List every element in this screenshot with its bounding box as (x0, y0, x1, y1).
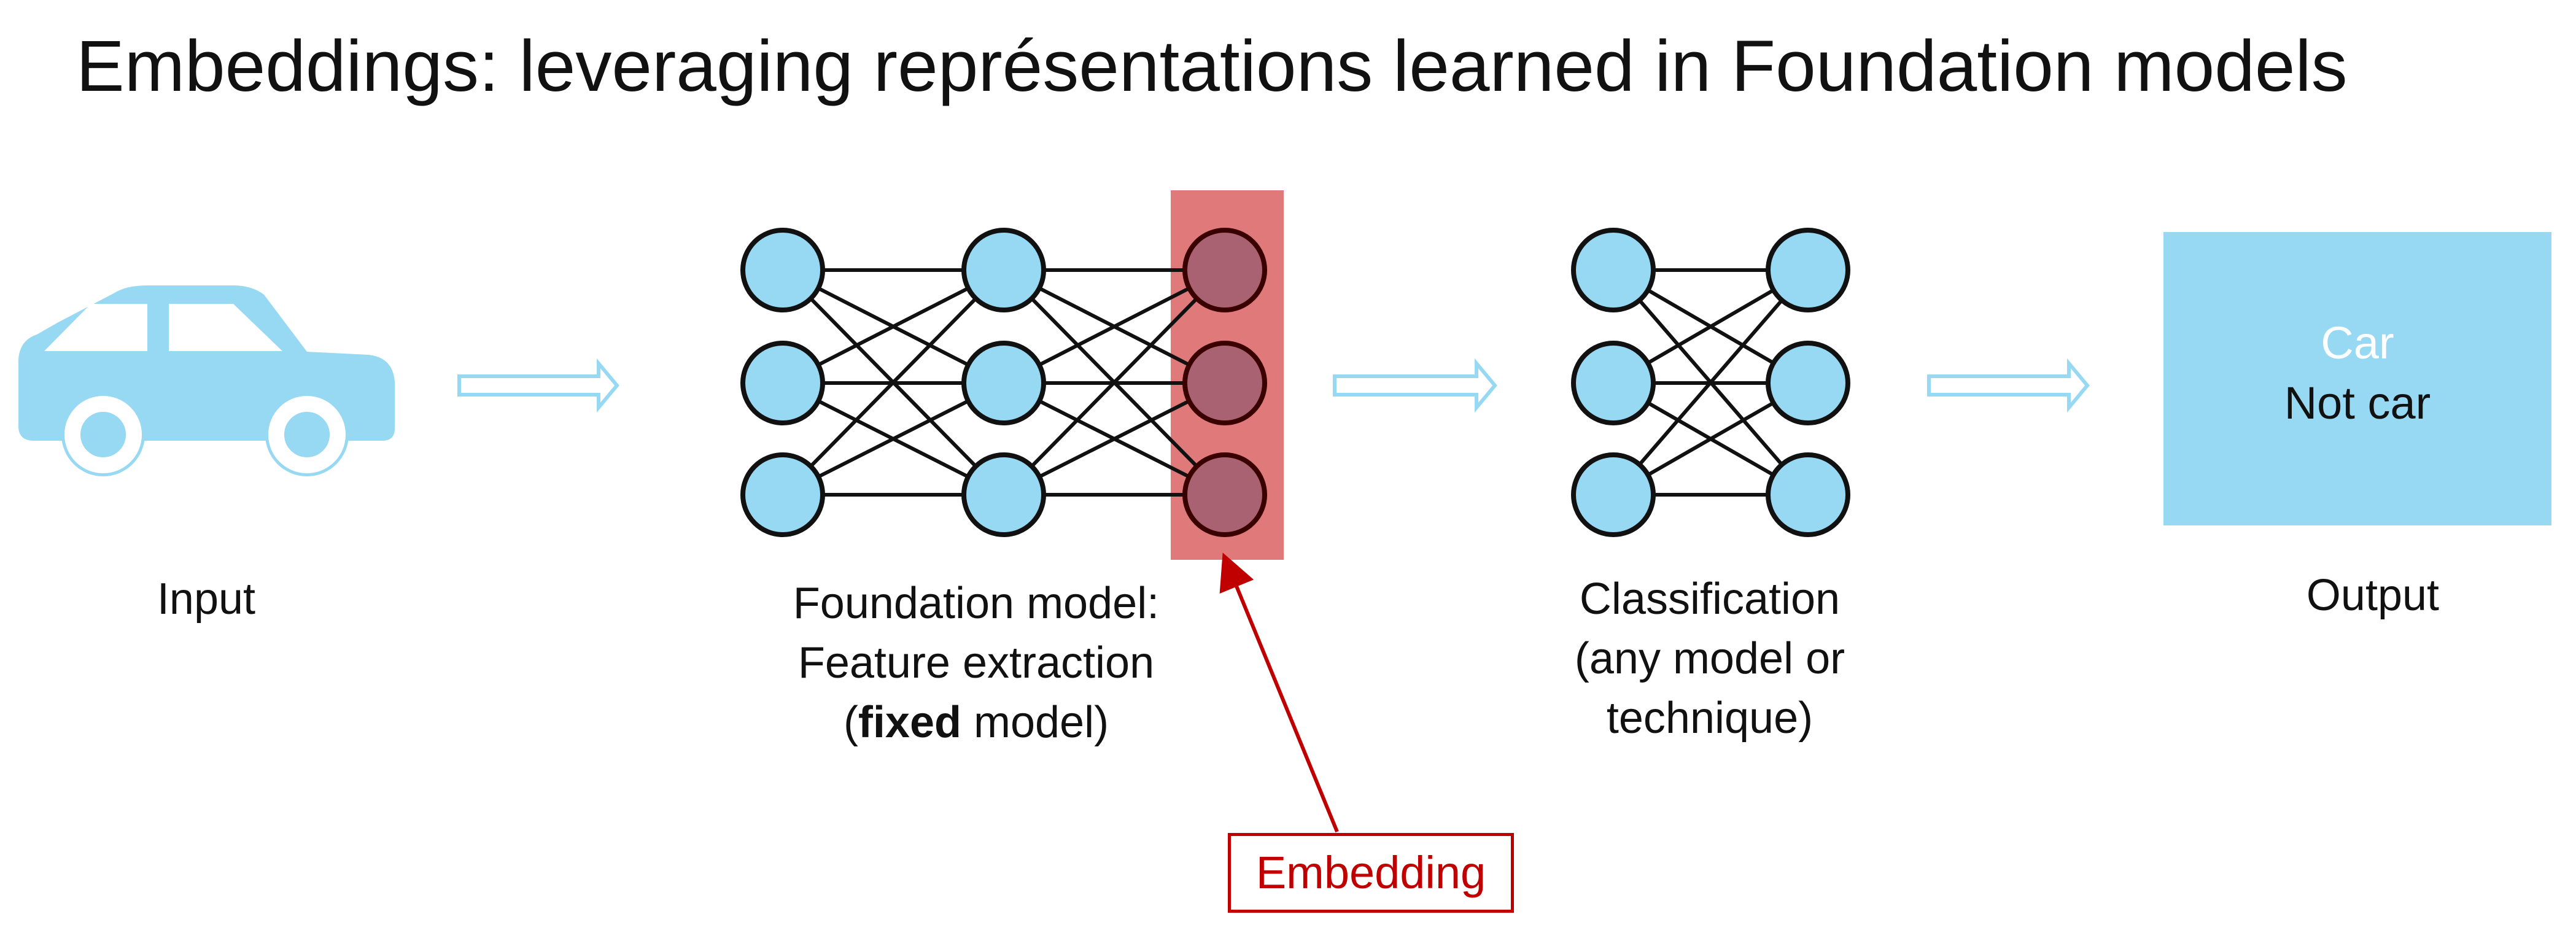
foundation-node-l1-3 (740, 452, 825, 537)
embedding-node-3 (1182, 452, 1267, 537)
output-box: Car Not car (2163, 232, 2551, 525)
foundation-node-l2-2 (961, 341, 1046, 425)
foundation-label-line1: Foundation model: (793, 579, 1160, 628)
car-wheel-front (64, 396, 142, 473)
embedding-node-1 (1182, 228, 1267, 312)
classification-node-l1-3 (1571, 452, 1656, 537)
arrow-foundation-to-classification (1333, 358, 1497, 413)
car-windows (44, 304, 282, 351)
classification-label-line2: (any model or (1574, 634, 1845, 683)
foundation-node-l2-1 (961, 228, 1046, 312)
classification-label-line3: technique) (1606, 694, 1814, 743)
car-wheel-rear (268, 396, 346, 473)
foundation-model-label: Foundation model: Feature extraction (fi… (731, 574, 1222, 753)
foundation-network (740, 228, 1267, 537)
classification-node-l2-1 (1766, 228, 1850, 312)
output-class-not-car: Not car (2284, 377, 2431, 428)
page-title: Embeddings: leveraging représentations l… (76, 26, 2348, 107)
arrow-classification-to-output (1927, 358, 2090, 413)
fixed-bold-text: fixed (858, 698, 961, 747)
foundation-label-line2: Feature extraction (797, 638, 1155, 687)
classification-node-l1-2 (1571, 341, 1656, 425)
foundation-node-l2-3 (961, 452, 1046, 537)
classification-node-l2-3 (1766, 452, 1850, 537)
input-label: Input (157, 575, 256, 624)
foundation-label-line3: (fixed model) (843, 698, 1109, 747)
foundation-node-l1-1 (740, 228, 825, 312)
foundation-node-l1-2 (740, 341, 825, 425)
classification-label: Classification (any model or technique) (1492, 570, 1928, 748)
output-class-car: Car (2321, 317, 2394, 368)
embedding-label-box: Embedding (1228, 833, 1514, 913)
arrow-input-to-foundation (457, 358, 619, 413)
embedding-pointer-arrow (1219, 552, 1339, 833)
classification-node-l2-2 (1766, 341, 1850, 425)
embedding-node-2 (1182, 341, 1267, 425)
embedding-label: Embedding (1255, 847, 1486, 898)
output-label: Output (2306, 571, 2440, 620)
classification-node-l1-1 (1571, 228, 1656, 312)
classification-label-line1: Classification (1579, 575, 1841, 624)
classification-network (1571, 228, 1850, 537)
